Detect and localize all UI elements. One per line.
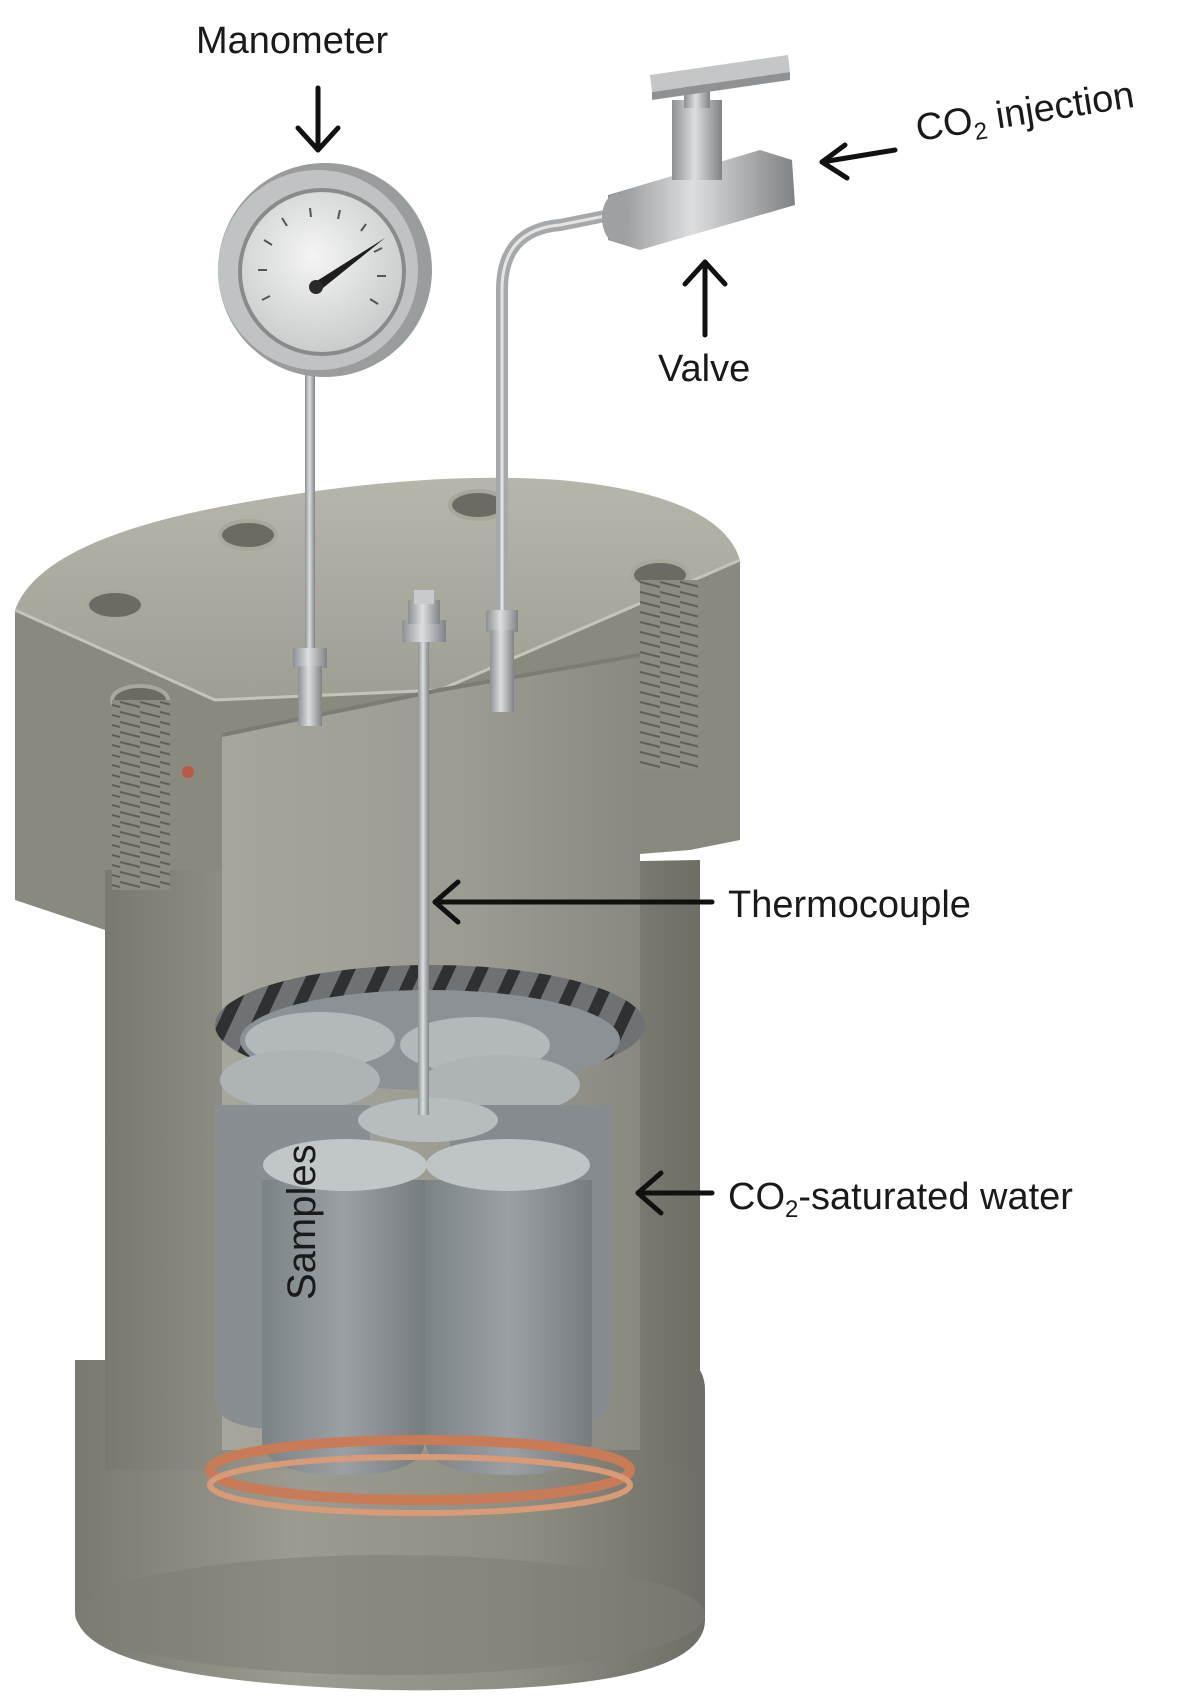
label-samples-text: Samples (280, 1144, 324, 1300)
samples-back (220, 1012, 580, 1115)
label-thermocouple: Thermocouple (728, 886, 971, 924)
water-arrow (635, 1170, 715, 1216)
manometer-pipe (305, 370, 315, 710)
bolt-thread-right (640, 580, 698, 770)
arrows (295, 85, 898, 1216)
label-water-prefix: CO (728, 1176, 785, 1218)
thermocouple-probe (418, 615, 429, 1115)
copper-ring (205, 1435, 635, 1505)
valve-body (602, 55, 795, 250)
label-co2-injection-prefix: CO (912, 99, 976, 151)
label-manometer: Manometer (196, 22, 388, 60)
co2-injection-arrow (819, 142, 898, 181)
label-co2-saturated-water: CO2-saturated water (728, 1178, 1073, 1222)
bolt-thread-left (112, 700, 170, 890)
label-valve-text: Valve (658, 348, 751, 390)
manometer-gauge (218, 163, 432, 377)
valve-arrow (682, 259, 728, 338)
samples-front (215, 1098, 610, 1475)
top-flange-top (15, 477, 740, 700)
label-water-sub: 2 (785, 1196, 799, 1223)
label-manometer-text: Manometer (196, 20, 389, 62)
label-water-suffix: -saturated water (798, 1176, 1073, 1218)
label-samples: Samples (280, 1144, 324, 1300)
label-thermocouple-text: Thermocouple (728, 884, 971, 926)
manometer-arrow (295, 85, 341, 153)
thermocouple-arrow (432, 879, 715, 925)
label-valve: Valve (658, 350, 750, 388)
